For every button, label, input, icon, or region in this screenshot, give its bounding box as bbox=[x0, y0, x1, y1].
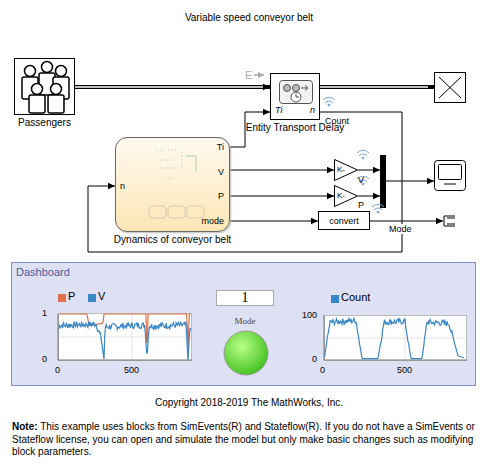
axis-tick: 0 bbox=[320, 365, 325, 375]
mux-bar bbox=[380, 155, 386, 208]
gain-block: K- bbox=[334, 159, 358, 181]
legend-swatch bbox=[88, 294, 96, 302]
connector bbox=[88, 112, 402, 252]
node-text: Ti bbox=[275, 105, 282, 115]
convert-to-terminator-wire bbox=[370, 221, 443, 222]
node-text: n bbox=[120, 181, 125, 191]
axis-tick: 100 bbox=[302, 310, 317, 320]
node-text: V bbox=[218, 167, 224, 177]
connector bbox=[230, 170, 334, 171]
legend-swatch bbox=[331, 295, 339, 303]
convert-block: convert bbox=[318, 211, 370, 230]
node-text: 1 bbox=[242, 290, 249, 306]
node-text: Passengers bbox=[18, 117, 71, 129]
connector bbox=[75, 87, 270, 88]
node-text: K- bbox=[337, 165, 345, 174]
axis-tick: 0 bbox=[55, 365, 60, 375]
signal-label: E bbox=[245, 69, 252, 82]
node-text: Dashboard bbox=[16, 266, 70, 279]
diagram-title: Variable speed conveyor belt bbox=[185, 12, 313, 24]
delay-block: TinEntity Transport Delay bbox=[270, 73, 320, 120]
node-text: Dynamics of conveyor belt bbox=[114, 234, 231, 246]
display-block: 1 bbox=[216, 290, 274, 306]
axis-tick: 0 bbox=[312, 354, 317, 364]
signal-label: Copyright 2018-2019 The MathWorks, Inc. bbox=[155, 397, 343, 409]
note-heading: Note: bbox=[12, 421, 38, 432]
passengers-icon bbox=[15, 59, 76, 116]
node-text: convert bbox=[329, 215, 359, 225]
signal-label: P bbox=[358, 200, 364, 210]
terminator-symbol bbox=[444, 216, 455, 226]
legend-text: V bbox=[98, 290, 105, 303]
legend-text: Count bbox=[341, 291, 370, 304]
signal-label: Mode bbox=[235, 316, 256, 326]
node-text: mode bbox=[201, 216, 224, 226]
node-text: P bbox=[218, 191, 224, 201]
mux-to-scope-wire bbox=[386, 181, 434, 182]
node-text: Ti bbox=[217, 142, 224, 152]
node-text: n bbox=[310, 105, 315, 115]
connector bbox=[230, 221, 318, 222]
gain-block: K- bbox=[334, 185, 358, 207]
subsystem-block: nTiVPmodeDynamics of conveyor belt bbox=[115, 137, 230, 232]
legend-text: P bbox=[68, 290, 75, 303]
axis-tick: 500 bbox=[397, 365, 412, 375]
gain-to-mux-wire bbox=[358, 170, 380, 171]
entity-terminator bbox=[435, 73, 466, 103]
signal-label: V bbox=[358, 175, 364, 185]
signal-label: Count bbox=[325, 116, 349, 126]
source-block: Passengers bbox=[14, 58, 75, 115]
legend-swatch bbox=[58, 294, 66, 302]
signal-label: Mode bbox=[388, 224, 413, 234]
note-paragraph: Note: This example uses blocks from SimE… bbox=[12, 421, 488, 459]
axis-tick: 1 bbox=[42, 308, 47, 318]
entity-output-line bbox=[320, 87, 434, 88]
e-arrow bbox=[254, 74, 264, 76]
connector bbox=[230, 196, 334, 197]
gain-to-mux-wire bbox=[358, 196, 380, 197]
scope-symbol bbox=[435, 161, 466, 191]
node-text: K- bbox=[337, 191, 345, 200]
axis-tick: 0 bbox=[42, 354, 47, 364]
note-text: This example uses blocks from SimEvents(… bbox=[12, 421, 475, 457]
axis-tick: 500 bbox=[124, 365, 139, 375]
